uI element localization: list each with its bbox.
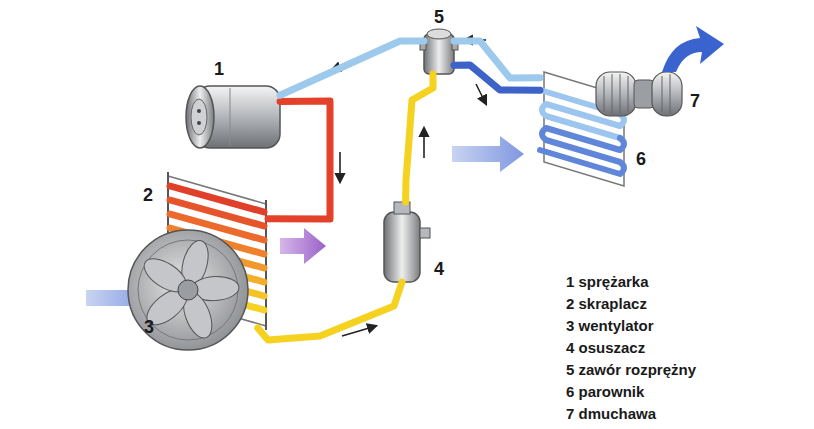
expansion-valve xyxy=(420,29,458,74)
fan xyxy=(128,230,248,350)
legend-entry: 3 wentylator xyxy=(566,315,696,337)
flow-arrow xyxy=(332,40,486,336)
refrigerant-pipe xyxy=(268,101,330,219)
refrigerant-pipe xyxy=(454,65,540,90)
callout-number: 5 xyxy=(434,8,444,26)
legend: 1 sprężarka2 skraplacz3 wentylator4 osus… xyxy=(566,271,696,425)
callout-number: 7 xyxy=(690,92,700,110)
legend-entry: 6 parownik xyxy=(566,381,696,403)
callout-number: 1 xyxy=(214,60,224,78)
callout-number: 6 xyxy=(636,150,646,168)
airflow-arrow xyxy=(662,26,724,72)
legend-entry: 5 zawór rozprężny xyxy=(566,359,696,381)
legend-entry: 1 sprężarka xyxy=(566,271,696,293)
condenser: 2 xyxy=(166,172,268,328)
evaporator: 6 xyxy=(540,72,626,186)
drier: 4 xyxy=(384,202,420,282)
legend-entry: 4 osuszacz xyxy=(566,337,696,359)
callout-number: 2 xyxy=(143,186,153,204)
refrigerant-pipe xyxy=(406,74,433,202)
fan: 3 xyxy=(128,230,248,350)
airflow-arrow xyxy=(280,228,326,264)
blower: 7 xyxy=(596,70,682,118)
compressor: 1 xyxy=(186,86,280,148)
legend-entry: 2 skraplacz xyxy=(566,293,696,315)
compressor xyxy=(186,86,280,148)
airflow-arrow xyxy=(452,136,524,172)
callout-number: 4 xyxy=(434,260,444,278)
drier xyxy=(384,202,430,282)
refrigerant-pipe xyxy=(258,282,402,340)
blower xyxy=(596,72,682,116)
callout-number: 3 xyxy=(144,318,154,336)
refrigerant-pipe xyxy=(454,41,540,78)
refrigerant-pipe xyxy=(280,41,424,95)
expansion-valve: 5 xyxy=(424,30,454,74)
legend-entry: 7 dmuchawa xyxy=(566,403,696,425)
